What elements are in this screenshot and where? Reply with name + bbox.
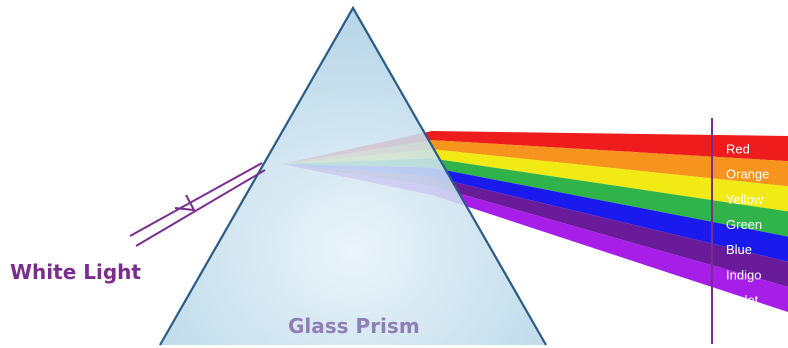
white-light-label: White Light [10, 260, 141, 284]
spectrum-label-violet: Violet [726, 292, 759, 307]
spectrum-label-yellow: Yellow [726, 192, 764, 207]
spectrum-label-indigo: Indigo [726, 267, 761, 282]
spectrum-label-orange: Orange [726, 167, 769, 182]
spectrum-label-red: Red [726, 142, 750, 157]
spectrum-label-green: Green [726, 217, 762, 232]
spectrum-label-blue: Blue [726, 242, 752, 257]
glass-prism-label: Glass Prism [288, 314, 420, 338]
